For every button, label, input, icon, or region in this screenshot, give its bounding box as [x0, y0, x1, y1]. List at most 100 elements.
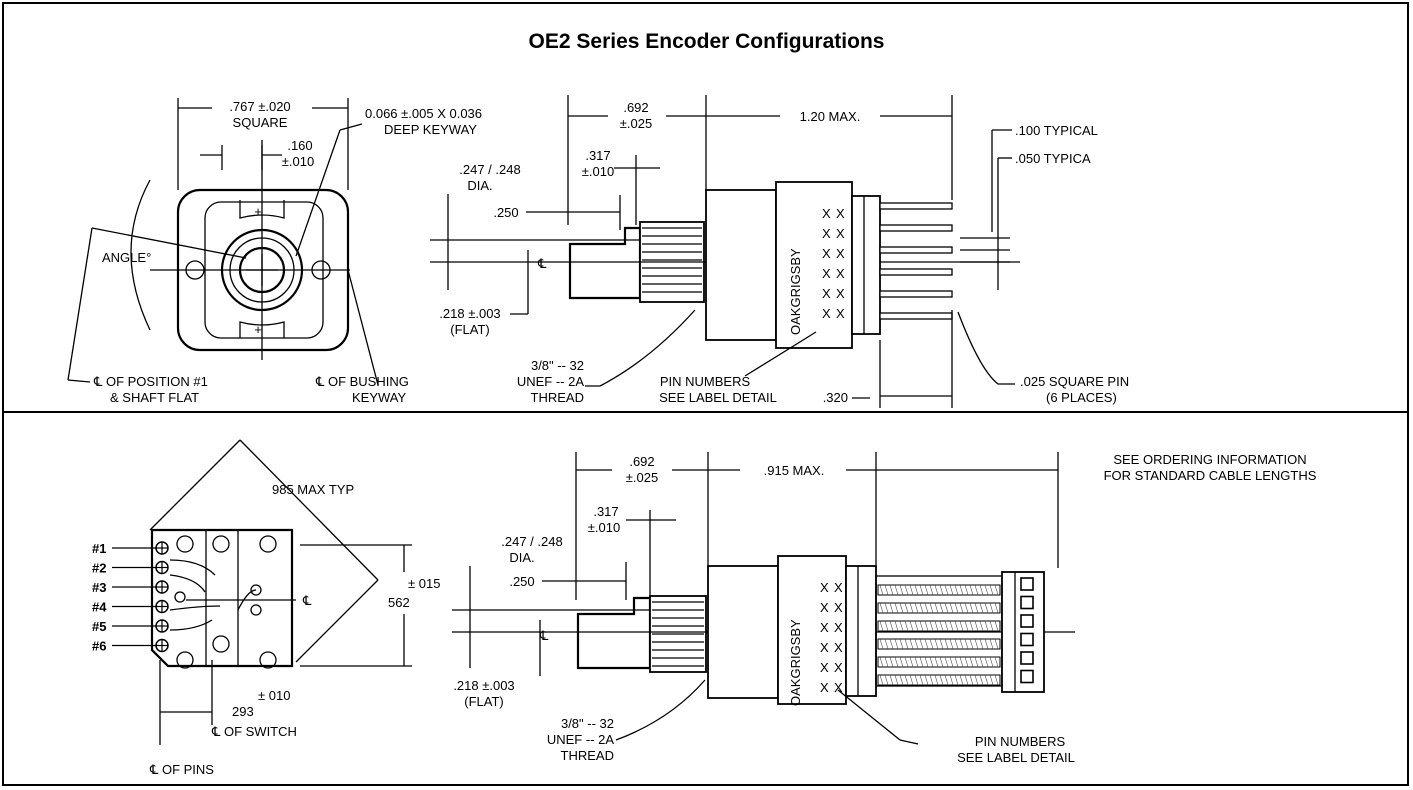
- keyway-label: 0.066 ±.005 X 0.036: [365, 106, 482, 121]
- dim-square-value: .767 ±.020: [229, 99, 290, 114]
- cl-mark-rear: ℄: [302, 593, 312, 608]
- cl-mark: ℄: [537, 256, 547, 271]
- label-x-mark: X: [822, 286, 831, 301]
- connector-cell: [1020, 669, 1034, 684]
- thread-label-b: 3/8" -- 32: [561, 716, 614, 731]
- dim-317-b: .317: [593, 504, 618, 519]
- dim-offset: .160: [287, 138, 312, 153]
- dim-317-tol: ±.010: [582, 164, 614, 179]
- rear-view-bottom: 985 MAX TYP #1#2#3#4#5#6 ℄ ± 015 562 293…: [92, 439, 440, 777]
- dim-293: 293: [232, 704, 254, 719]
- label-x-mark: X: [834, 680, 843, 695]
- pin-number-label: #4: [92, 600, 107, 615]
- terminal-pin: [879, 224, 953, 232]
- label-x-mark: X: [834, 640, 843, 655]
- dim-320: .320: [823, 390, 848, 405]
- svg-text:+: +: [254, 204, 262, 219]
- thread-label-3: THREAD: [531, 390, 584, 405]
- dim-offset-tol: ±.010: [282, 154, 314, 169]
- label-x-mark: X: [836, 266, 845, 281]
- pin-numbers-label-b: PIN NUMBERS: [975, 734, 1066, 749]
- dim-692-b: .692: [629, 454, 654, 469]
- pin-number-label: #5: [92, 619, 106, 634]
- cl-position-label-2: & SHAFT FLAT: [110, 390, 199, 405]
- dim-flat-b: .218 ±.003: [453, 678, 514, 693]
- connector-cell: [1020, 632, 1034, 647]
- label-x-mark: X: [820, 680, 829, 695]
- terminal-pin: [879, 202, 953, 210]
- pin-numbers-label: PIN NUMBERS: [660, 374, 751, 389]
- pin-number-label: #3: [92, 580, 106, 595]
- dim-317: .317: [585, 148, 610, 163]
- thread-label: 3/8" -- 32: [531, 358, 584, 373]
- label-x-mark: X: [834, 580, 843, 595]
- pin-numbers-label-2: SEE LABEL DETAIL: [659, 390, 777, 405]
- label-x-mark: X: [822, 266, 831, 281]
- brand-label: OAKGRIGSBY: [788, 248, 803, 335]
- dim-dia-b: .247 / .248: [501, 534, 562, 549]
- tol-015: ± 015: [408, 576, 440, 591]
- thread-label-2b: UNEF -- 2A: [547, 732, 615, 747]
- dim-flat-label-b: (FLAT): [464, 694, 503, 709]
- cable-wire: [877, 674, 1001, 686]
- cl-mark-b: ℄: [539, 628, 549, 643]
- terminal-pin: [879, 312, 953, 320]
- ordering-label-2: FOR STANDARD CABLE LENGTHS: [1104, 468, 1317, 483]
- thread-label-3b: THREAD: [561, 748, 614, 763]
- cl-pins-label: ℄ OF PINS: [149, 762, 214, 777]
- pin-number-label: #2: [92, 561, 106, 576]
- cl-position-label: ℄ OF POSITION #1: [93, 374, 208, 389]
- label-x-mark: X: [822, 226, 831, 241]
- label-x-mark: X: [836, 246, 845, 261]
- cable-wire: [877, 602, 1001, 614]
- dim-flat: .218 ±.003: [439, 306, 500, 321]
- dim-692: .692: [623, 100, 648, 115]
- dim-050: .050 TYPICA: [1015, 151, 1091, 166]
- cable-wire: [877, 584, 1001, 596]
- page-title: OE2 Series Encoder Configurations: [528, 30, 885, 53]
- cl-switch-label: ℄ OF SWITCH: [211, 724, 297, 739]
- label-x-mark: X: [834, 600, 843, 615]
- pin-numbers-label-2b: SEE LABEL DETAIL: [957, 750, 1075, 765]
- dim-100: .100 TYPICAL: [1015, 123, 1098, 138]
- cable-wire: [877, 620, 1001, 632]
- label-x-mark: X: [820, 660, 829, 675]
- thread-lines-b: [652, 601, 704, 667]
- terminal-pins: [879, 202, 953, 320]
- connector-cell: [1020, 651, 1034, 665]
- pin-number-label: #1: [92, 541, 106, 556]
- thread-lines: [642, 227, 702, 293]
- ribbon-cable: [877, 584, 1001, 686]
- label-x-mark: X: [834, 660, 843, 675]
- cl-bushing-label: ℄ OF BUSHING: [315, 374, 409, 389]
- terminal-pin: [879, 246, 953, 254]
- label-x-mark: X: [822, 206, 831, 221]
- tol-010: ± 010: [258, 688, 290, 703]
- max-typ-label: 985 MAX TYP: [272, 482, 354, 497]
- side-view-top: .692 ±.025 1.20 MAX. .100 TYPICAL .050 T…: [430, 95, 1129, 408]
- dim-692-tol-b: ±.025: [626, 470, 658, 485]
- connector-cell: [1020, 595, 1034, 610]
- angle-label: ANGLE°: [102, 250, 151, 265]
- label-x-mark: X: [836, 206, 845, 221]
- dim-square-label: SQUARE: [233, 115, 288, 130]
- label-x-mark: X: [836, 286, 845, 301]
- label-x-mark: X: [820, 580, 829, 595]
- dim-250: .250: [493, 205, 518, 220]
- label-x-mark: X: [836, 226, 845, 241]
- cable-wire: [877, 638, 1001, 650]
- ordering-label: SEE ORDERING INFORMATION: [1113, 452, 1306, 467]
- connector-cell: [1020, 577, 1034, 591]
- cable-wire: [877, 656, 1001, 668]
- label-x-mark: X: [820, 620, 829, 635]
- label-x-mark: X: [834, 620, 843, 635]
- dim-317-tol-b: ±.010: [588, 520, 620, 535]
- side-view-bottom: .692 ±.025 .915 MAX. SEE ORDERING INFORM…: [452, 452, 1317, 765]
- pin-rows: #1 #2 #3 #4 #5 #6: [92, 541, 169, 654]
- dim-flat-label: (FLAT): [450, 322, 489, 337]
- dim-max-b: .915 MAX.: [764, 463, 825, 478]
- pin-number-label: #6: [92, 639, 106, 654]
